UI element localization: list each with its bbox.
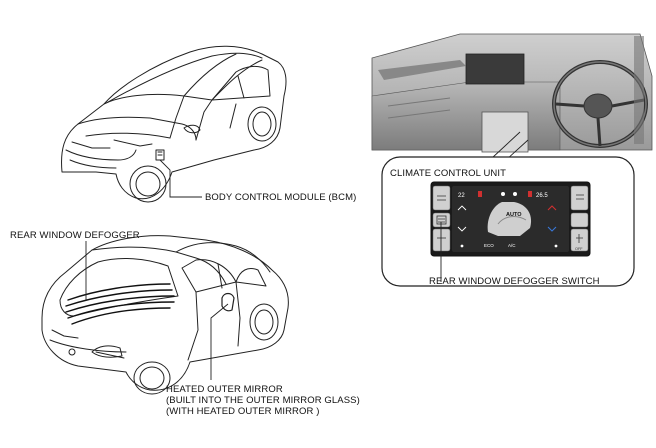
bcm-leader-line <box>159 159 202 198</box>
rear-window-defogger-label: REAR WINDOW DEFOGGER <box>10 230 140 241</box>
heated-mirror-leader-line <box>210 303 229 380</box>
heated-outer-mirror-line-2: (BUILT INTO THE OUTER MIRROR GLASS) <box>166 395 360 406</box>
front-defogger-icon <box>437 195 446 201</box>
off-label: OFF <box>575 247 583 251</box>
fan-icon <box>501 192 517 196</box>
heated-outer-mirror-label: HEATED OUTER MIRROR (BUILT INTO THE OUTE… <box>166 384 360 417</box>
top-car-illustration <box>61 45 287 203</box>
ac-label: A/C <box>508 243 516 248</box>
dashboard-illustration <box>371 33 653 153</box>
auto-label: AUTO <box>506 212 522 218</box>
heated-outer-mirror-line-1: HEATED OUTER MIRROR <box>166 384 283 395</box>
rear-window-defogger-switch-label: REAR WINDOW DEFOGGER SWITCH <box>429 276 600 287</box>
climate-callout: 22 26.5 AUTO ECO A/C OFF <box>381 156 635 287</box>
rear-defogger-icon <box>436 215 447 225</box>
heated-outer-mirror-line-3: (WITH HEATED OUTER MIRROR ) <box>166 406 320 417</box>
temp-right-display: 26.5 <box>536 193 548 199</box>
bcm-label: BODY CONTROL MODULE (BCM) <box>205 192 357 203</box>
bottom-car-illustration <box>41 235 289 395</box>
climate-control-panel: 22 26.5 AUTO ECO A/C OFF <box>430 181 591 257</box>
eco-label: ECO <box>484 243 494 248</box>
climate-control-unit-label: CLIMATE CONTROL UNIT <box>390 168 507 179</box>
rear-defogger-grid-lines <box>65 283 175 325</box>
seat-icon: AUTO <box>487 202 532 236</box>
steering-wheel-icon <box>552 60 648 148</box>
temp-left-display: 22 <box>458 193 465 199</box>
